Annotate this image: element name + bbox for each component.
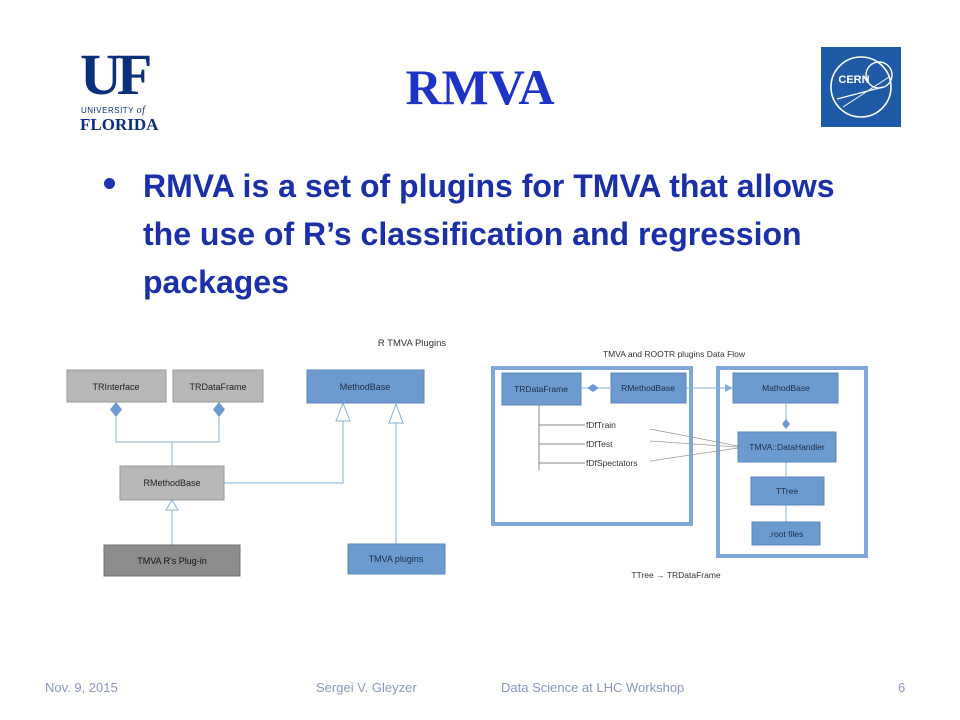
box-datahandler-label: TMVA::DataHandler — [749, 442, 825, 452]
box-mathodbase: MathodBase — [732, 372, 839, 404]
bullet-dot — [104, 178, 115, 189]
footer-author: Sergei V. Gleyzer — [316, 680, 417, 695]
box-trdataframe-right-label: TRDataFrame — [514, 384, 568, 394]
inheritance-arrow — [335, 401, 351, 422]
box-rmethodbase-left: RMethodBase — [119, 465, 225, 501]
box-methodbase-label: MethodBase — [340, 382, 391, 392]
footer-event: Data Science at LHC Workshop — [501, 680, 685, 695]
uf-logo-university: UNIVERSITY of — [81, 105, 146, 116]
cern-logo-text: CERN — [838, 74, 869, 86]
member-label: fDfTrain — [586, 420, 616, 430]
member-label: fDfTest — [586, 439, 613, 449]
slide-title: RMVA — [405, 59, 555, 115]
box-tmva-plugins: TMVA plugins — [347, 543, 446, 575]
box-tmva-plugins-label: TMVA plugins — [369, 554, 424, 564]
box-trinterface-label: TRInterface — [92, 382, 139, 392]
composition-diamond — [110, 402, 122, 417]
uf-logo-state: FLORIDA — [80, 115, 159, 134]
box-tmva-r-plugin: TMVA R's Plug-in — [103, 544, 241, 577]
box-trdataframe-left: TRDataFrame — [172, 369, 264, 403]
box-rootfiles-label: .root files — [769, 529, 804, 539]
box-rmethodbase-right: RMethodBase — [610, 372, 687, 404]
cern-logo: CERN — [821, 47, 901, 127]
box-trdataframe-right: TRDataFrame — [501, 372, 582, 406]
composition-diamond — [587, 384, 599, 392]
member-label: fDfSpectators — [586, 458, 638, 468]
left-diagram-title: R TMVA Plugins — [378, 338, 447, 349]
left-diagram-connectors — [115, 417, 397, 545]
box-ttree: TTree — [750, 476, 825, 506]
footer-page-number: 6 — [898, 680, 906, 695]
box-trinterface: TRInterface — [66, 369, 167, 403]
member-tree — [538, 405, 585, 470]
box-trdataframe-left-label: TRDataFrame — [189, 382, 246, 392]
uf-logo: UF UNIVERSITY of FLORIDA — [80, 46, 164, 136]
right-diagram-title: TMVA and ROOTR plugins Data Flow — [603, 349, 746, 359]
box-rmethodbase-left-label: RMethodBase — [143, 478, 200, 488]
uf-logo-mark: UF — [80, 42, 152, 107]
cern-logo-graphic: CERN — [830, 56, 893, 118]
flow-lines — [649, 428, 739, 462]
box-ttree-label: TTree — [776, 486, 799, 496]
arrowhead — [725, 384, 733, 392]
box-datahandler: TMVA::DataHandler — [737, 431, 837, 463]
composition-diamond — [782, 419, 790, 429]
composition-diamond — [213, 402, 225, 417]
box-tmva-r-plugin-label: TMVA R's Plug-in — [137, 556, 207, 566]
box-rootfiles: .root files — [751, 521, 821, 546]
right-diagram-caption: TTree → TRDataFrame — [631, 570, 721, 580]
box-methodbase: MethodBase — [306, 369, 425, 404]
box-mathodbase-label: MathodBase — [762, 383, 810, 393]
box-rmethodbase-right-label: RMethodBase — [621, 383, 675, 393]
inheritance-arrow — [165, 499, 179, 511]
bullet-text: RMVA is a set of plugins for TMVA that a… — [143, 168, 835, 300]
inheritance-arrow — [388, 402, 404, 424]
footer-date: Nov. 9, 2015 — [45, 680, 118, 695]
